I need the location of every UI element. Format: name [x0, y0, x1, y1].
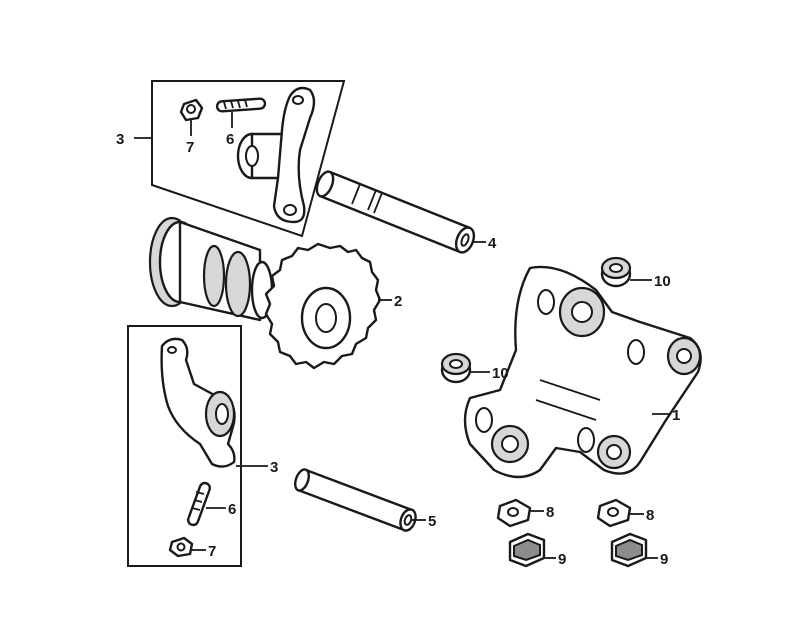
rocker-arm-top	[236, 86, 316, 224]
callout-9-left: 9	[558, 551, 566, 568]
callout-8-right: 8	[646, 507, 654, 524]
cap-nut-right	[610, 532, 648, 568]
callout-6-top: 6	[226, 131, 234, 148]
washer-left	[496, 498, 532, 528]
dowel-pin-right	[600, 256, 632, 288]
callout-5: 5	[428, 513, 436, 530]
rocker-arm-kit-frame-bottom	[127, 325, 242, 567]
callout-7-bottom: 7	[208, 543, 216, 560]
adjusting-screw-top	[215, 97, 267, 113]
callout-6-bottom: 6	[228, 501, 236, 518]
camshaft-assembly	[148, 216, 382, 370]
leader-lines	[134, 112, 670, 559]
washer-right	[596, 498, 632, 528]
callout-1: 1	[672, 407, 680, 424]
rocker-arm-kit-frame-top	[151, 80, 346, 238]
adjuster-nut-top	[179, 98, 204, 122]
dowel-pin-left	[440, 352, 472, 384]
cap-nut-left	[508, 532, 546, 568]
callout-4: 4	[488, 235, 497, 252]
callout-9-right: 9	[660, 551, 668, 568]
adjusting-screw-bottom	[186, 481, 212, 527]
callout-3-bottom: 3	[270, 459, 278, 476]
callout-2: 2	[394, 293, 402, 310]
callout-8-left: 8	[546, 504, 554, 521]
callout-7-top: 7	[186, 139, 194, 156]
rocker-shaft-bottom	[294, 468, 417, 532]
callout-10-left: 10	[492, 365, 509, 382]
rocker-arm-bottom	[160, 337, 236, 468]
callout-10-right: 10	[654, 273, 671, 290]
rocker-shaft	[315, 170, 476, 254]
camshaft-holder	[463, 265, 702, 479]
callout-3-top: 3	[116, 131, 124, 148]
adjuster-nut-bottom	[168, 536, 194, 558]
